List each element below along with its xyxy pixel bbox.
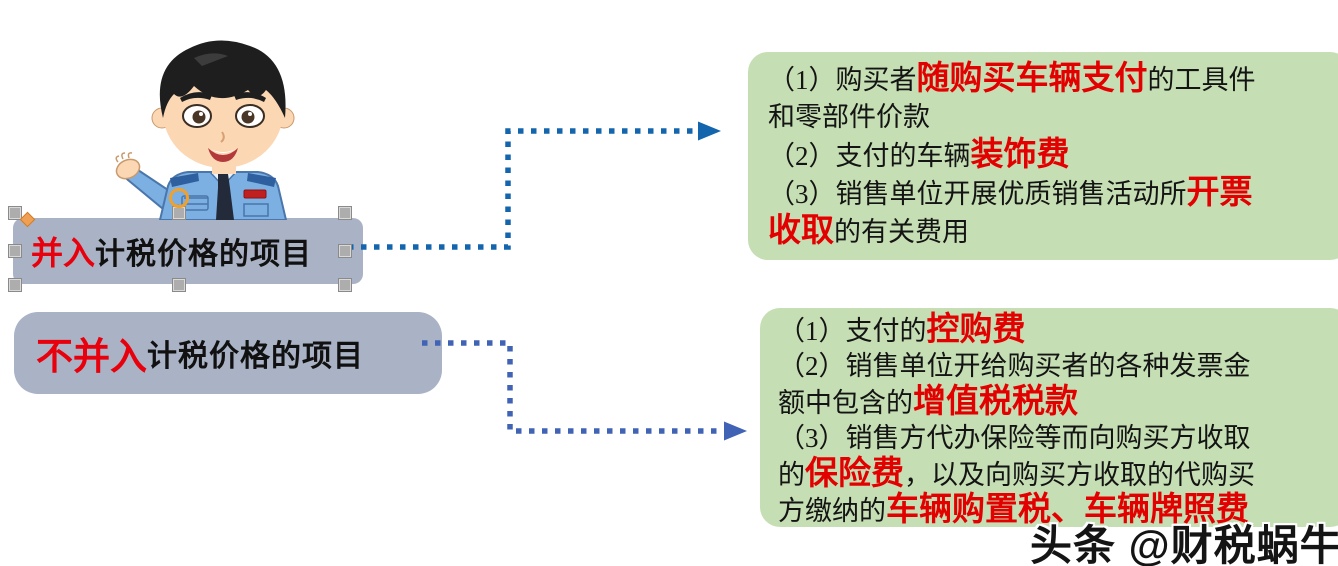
label-excluded-highlight: 不并入 <box>36 337 147 378</box>
included-line-4: （3）销售单位开展优质销售活动所开票 <box>768 174 1338 212</box>
eyes <box>182 104 265 128</box>
included-line-3: （2）支付的车辆装饰费 <box>768 136 1338 174</box>
text-segment-highlight: 开票 <box>1186 175 1253 211</box>
text-segment: ，以及向购买方收取的代购买 <box>904 460 1255 490</box>
text-segment-highlight: 增值税税款 <box>913 384 1078 420</box>
text-segment-highlight: 车辆购置税、车辆牌照费 <box>886 492 1249 528</box>
included-line-2: 和零部件价款 <box>768 98 1338 136</box>
included-line-5: 收取的有关费用 <box>768 212 1338 250</box>
label-box-excluded[interactable]: 不并入计税价格的项目 <box>14 312 442 394</box>
selection-handle-bottom-left[interactable] <box>8 278 22 292</box>
rotate-handle-icon[interactable] <box>169 188 189 208</box>
label-excluded-rest: 计税价格的项目 <box>147 340 364 373</box>
excluded-line-6: 方缴纳的车辆购置税、车辆牌照费 <box>778 492 1338 528</box>
selection-handle-top-center[interactable] <box>172 206 186 220</box>
text-segment-highlight: 收取 <box>768 213 834 249</box>
connector-arrow-bottom[interactable] <box>422 340 747 441</box>
hand <box>115 152 141 180</box>
selection-handle-mid-left[interactable] <box>8 244 22 258</box>
tax-officer-illustration <box>115 40 295 221</box>
text-segment-highlight: 控购费 <box>926 312 1026 348</box>
text-segment: （2）销售单位开给购买者的各种发票金 <box>778 351 1251 381</box>
excluded-line-5: 的保险费，以及向购买方收取的代购买 <box>778 456 1338 492</box>
tax-officer-cartoon[interactable] <box>98 6 360 221</box>
text-segment: （1）支付的 <box>778 316 927 346</box>
toutiao-watermark: 头条 @财税蜗牛 <box>1030 522 1338 566</box>
excluded-line-4: （3）销售方代办保险等而向购买方收取 <box>778 420 1338 456</box>
text-segment: （3）销售单位开展优质销售活动所 <box>768 179 1187 209</box>
excluded-line-3: 额中包含的增值税税款 <box>778 384 1338 420</box>
label-included-rest: 计税价格的项目 <box>95 238 313 271</box>
text-segment: （1）购买者 <box>768 65 917 95</box>
text-segment: 的工具件 <box>1147 65 1256 95</box>
selection-handle-top-left[interactable] <box>8 206 22 220</box>
text-segment-highlight: 保险费 <box>805 456 904 492</box>
text-segment: 额中包含的 <box>778 388 913 418</box>
selection-handle-bottom-center[interactable] <box>172 278 186 292</box>
content-box-excluded-items[interactable]: （1）支付的控购费 （2）销售单位开给购买者的各种发票金 额中包含的增值税税款 … <box>760 308 1338 528</box>
text-segment: 的有关费用 <box>834 217 969 247</box>
text-segment: （3）销售方代办保险等而向购买方收取 <box>778 423 1251 453</box>
text-segment-highlight: 装饰费 <box>970 137 1070 173</box>
text-segment: 方缴纳的 <box>778 496 886 526</box>
label-included-highlight: 并入 <box>31 235 96 271</box>
excluded-line-2: （2）销售单位开给购买者的各种发票金 <box>778 348 1338 384</box>
content-box-included-items[interactable]: （1）购买者随购买车辆支付的工具件 和零部件价款 （2）支付的车辆装饰费 （3）… <box>748 52 1338 260</box>
text-segment: 和零部件价款 <box>768 102 930 132</box>
selection-handle-top-right[interactable] <box>338 206 352 220</box>
text-segment: （2）支付的车辆 <box>768 141 971 171</box>
connector-arrow-top[interactable] <box>348 121 721 250</box>
label-box-included[interactable]: 并入计税价格的项目 <box>13 218 363 284</box>
text-segment: 的 <box>778 460 805 490</box>
text-segment-highlight: 随购买车辆支付 <box>916 61 1148 97</box>
excluded-line-1: （1）支付的控购费 <box>778 312 1338 348</box>
selection-handle-mid-right[interactable] <box>338 244 352 258</box>
included-line-1: （1）购买者随购买车辆支付的工具件 <box>768 60 1338 98</box>
selection-handle-bottom-right[interactable] <box>338 278 352 292</box>
